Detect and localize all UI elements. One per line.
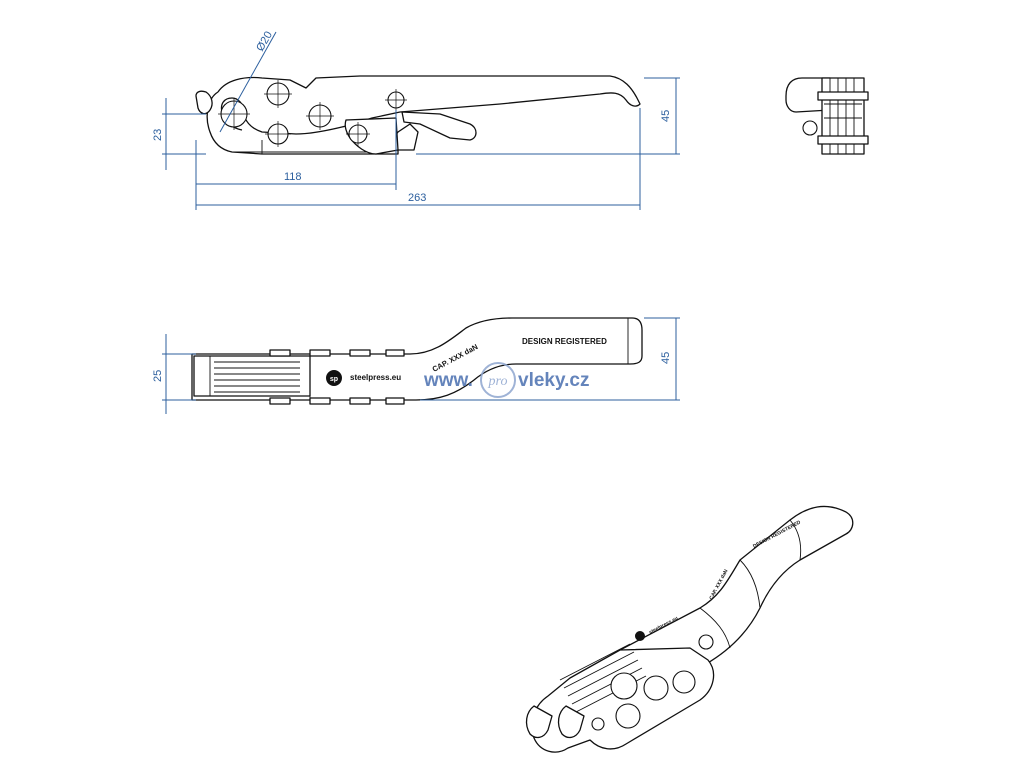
top-view-plate-stack (193, 355, 311, 397)
dim-263-label: 263 (408, 192, 426, 204)
iso-boss-3 (672, 670, 696, 694)
iso-handle (619, 505, 854, 691)
iso-plates (559, 643, 647, 713)
watermark-circle-text: pro (488, 374, 508, 389)
top-pin-1 (269, 349, 291, 357)
iso-boss-4 (615, 703, 641, 729)
bottom-pin-4 (385, 397, 405, 405)
iso-hole-small (591, 717, 605, 731)
bottom-pin-1 (269, 397, 291, 405)
watermark-circle-icon (480, 362, 516, 398)
dim-25-label: 25 (152, 370, 164, 382)
logo-badge-icon (326, 370, 342, 386)
logo-mark-text: sp (330, 376, 338, 383)
diameter-label: Ø20 (254, 29, 275, 53)
top-pin-3 (349, 349, 371, 357)
iso-boss-1 (610, 672, 638, 700)
dim-23-label: 23 (152, 129, 164, 141)
bottom-pin-3 (349, 397, 371, 405)
iso-head (531, 647, 715, 753)
iso-boss-2 (643, 675, 669, 701)
top-view: sp steelpress.eu CAP. XXX daN DESIGN REG… (152, 317, 680, 414)
iso-handle-edge (699, 519, 802, 649)
side-view: Ø20 23 45 118 263 (152, 29, 680, 210)
isometric-view: steelpress.eu CAP. XXX daN DESIGN REGIST… (525, 505, 854, 753)
brand-engraving: steelpress.eu (350, 373, 401, 382)
diameter-leader (219, 31, 277, 133)
iso-logo-icon (635, 631, 645, 641)
iso-jaw-right (557, 705, 585, 739)
iso-jaw-left (525, 705, 553, 739)
end-view-pin-top (817, 91, 869, 101)
design-engraving: DESIGN REGISTERED (522, 337, 607, 346)
end-view (785, 77, 869, 155)
side-view-holes (218, 80, 407, 147)
dim-45b-label: 45 (660, 352, 672, 364)
bottom-pin-2 (309, 397, 331, 405)
top-pin-4 (385, 349, 405, 357)
iso-pivot (698, 634, 714, 650)
top-pin-2 (309, 349, 331, 357)
watermark: www. pro vleky.cz (423, 362, 589, 398)
logo-mark: sp (326, 370, 342, 386)
side-view-trigger (401, 111, 477, 141)
side-view-hook (195, 90, 213, 115)
end-view-boss (802, 120, 818, 136)
dim-45-label: 45 (660, 110, 672, 122)
end-view-pin-bottom (817, 135, 869, 145)
watermark-suffix: vleky.cz (518, 370, 589, 391)
watermark-prefix: www. (423, 370, 473, 391)
dim-118-label: 118 (284, 171, 302, 183)
